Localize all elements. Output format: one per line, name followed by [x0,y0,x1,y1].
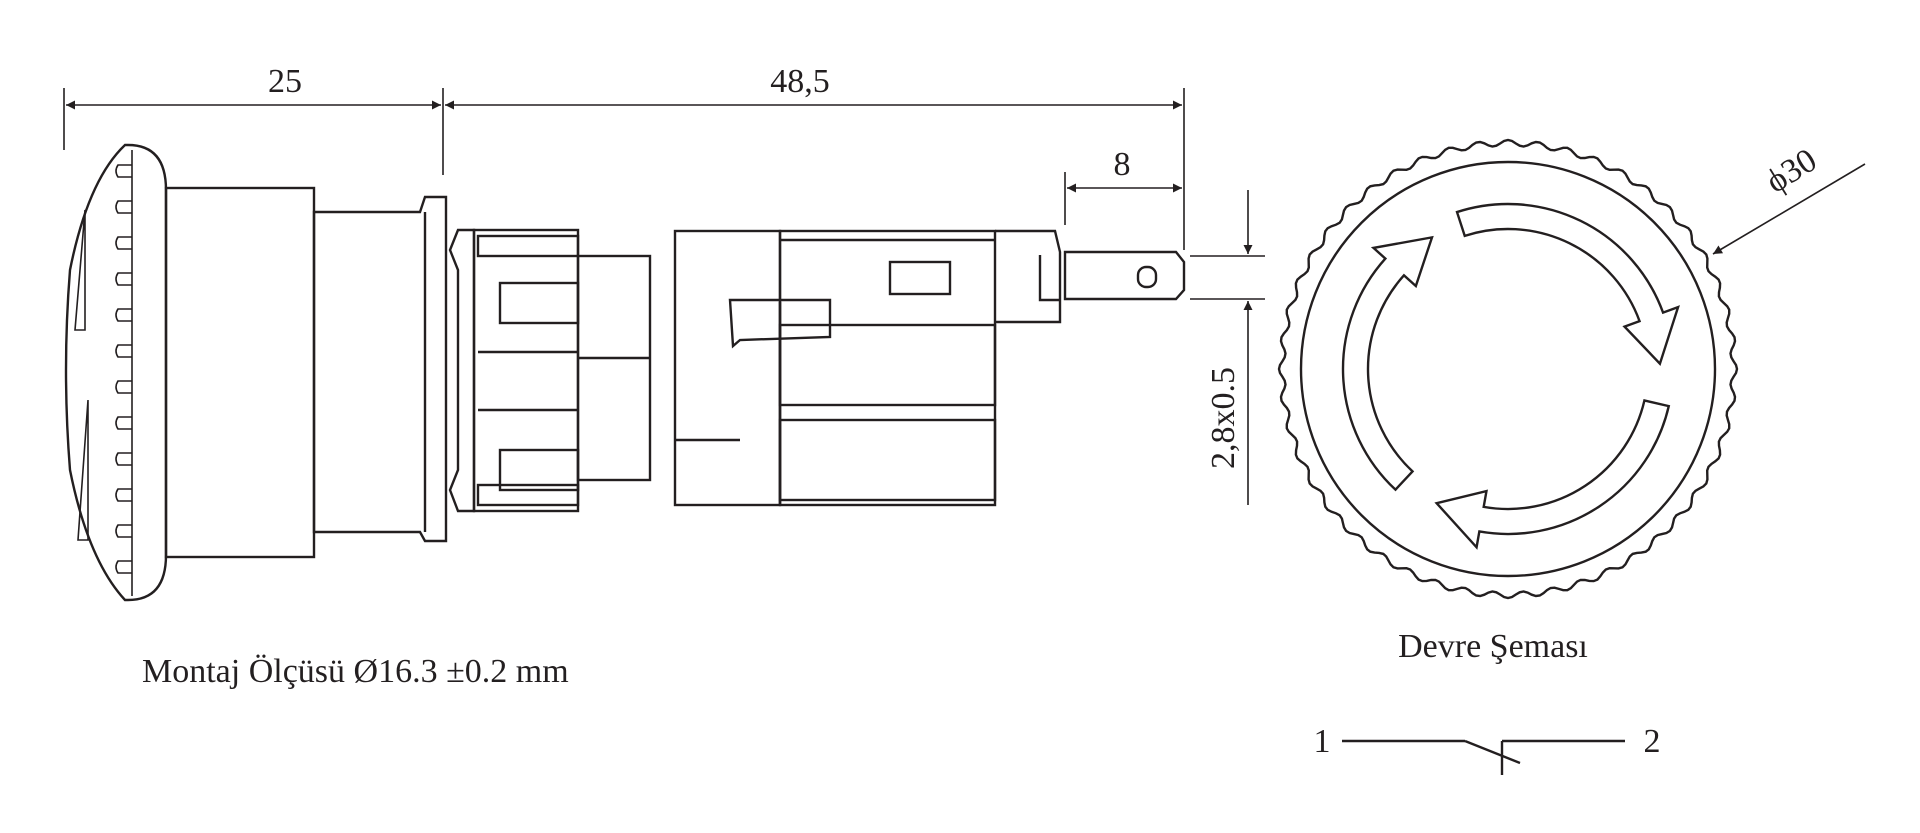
button-side-view [64,143,1186,602]
knurl-mark [115,200,132,214]
diameter-leader [1712,163,1866,255]
mounting-size-label: Montaj Ölçüsü Ø16.3 ±0.2 mm [142,653,569,690]
knurl-mark [115,452,132,466]
circuit-diagram-title: Devre Şeması [1398,628,1588,665]
knurl-mark [115,560,132,574]
rotation-arrow-1 [1455,202,1680,366]
knurl-mark [115,416,132,430]
terminal-1-label: 1 [1314,723,1331,760]
diameter-label: ϕ30 [1760,142,1824,201]
circuit-symbol-nc-contact [1342,739,1625,775]
rotation-arrow-2 [1434,399,1671,550]
knurl-mark [115,344,132,358]
dim-terminal-size-label: 2,8x0.5 [1205,367,1242,469]
knurl-mark [115,524,132,538]
knurl-mark [115,488,132,502]
dimension-lines [63,88,1265,505]
dim-48-5-label: 48,5 [770,63,830,100]
knurl-mark [115,164,132,178]
button-front-view [1277,138,1866,600]
knurl-mark [115,272,132,286]
dim-25-label: 25 [268,63,302,100]
dim-8-label: 8 [1114,146,1131,183]
knurl-mark [115,380,132,394]
knurl-mark [115,236,132,250]
knurl-mark [115,308,132,322]
rotation-arrows-icon [1341,202,1680,550]
terminal-2-label: 2 [1644,723,1661,760]
rotation-arrow-3 [1341,235,1434,492]
